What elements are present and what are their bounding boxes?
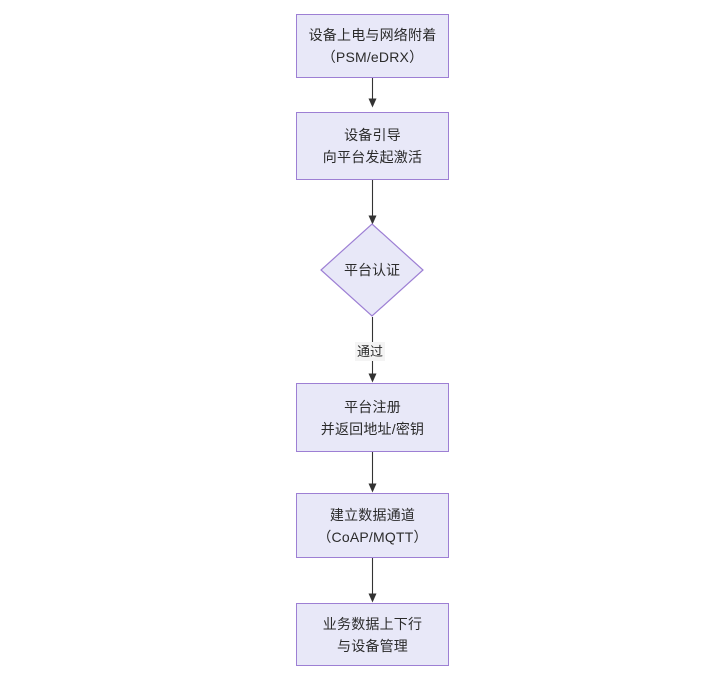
node-line: （CoAP/MQTT）	[317, 528, 428, 545]
node-business-data-and-device-mgmt[interactable]: 业务数据上下行 与设备管理	[296, 603, 449, 666]
node-line: 平台注册	[344, 398, 401, 415]
node-line: 建立数据通道	[329, 506, 416, 523]
node-line: 向平台发起激活	[322, 149, 423, 165]
node-line: 业务数据上下行	[322, 615, 423, 632]
node-line: 设备上电与网络附着	[308, 27, 437, 43]
node-platform-auth-decision[interactable]: 平台认证	[320, 223, 424, 317]
diamond-shape	[320, 223, 424, 317]
node-line: （PSM/eDRX）	[321, 49, 424, 65]
edge-label-pass: 通过	[355, 342, 386, 361]
node-platform-register[interactable]: 平台注册 并返回地址/密钥	[296, 383, 449, 452]
node-establish-data-channel[interactable]: 建立数据通道 （CoAP/MQTT）	[296, 493, 449, 558]
node-line: 平台认证	[344, 262, 400, 278]
node-line: 并返回地址/密钥	[320, 420, 425, 437]
edge-label-text: 通过	[357, 344, 384, 359]
node-device-power-on[interactable]: 设备上电与网络附着 （PSM/eDRX）	[296, 14, 449, 78]
node-line: 与设备管理	[337, 637, 408, 654]
node-device-bootstrap[interactable]: 设备引导 向平台发起激活	[296, 112, 449, 180]
node-line: 设备引导	[344, 127, 401, 143]
decision-label: 平台认证	[320, 223, 424, 317]
